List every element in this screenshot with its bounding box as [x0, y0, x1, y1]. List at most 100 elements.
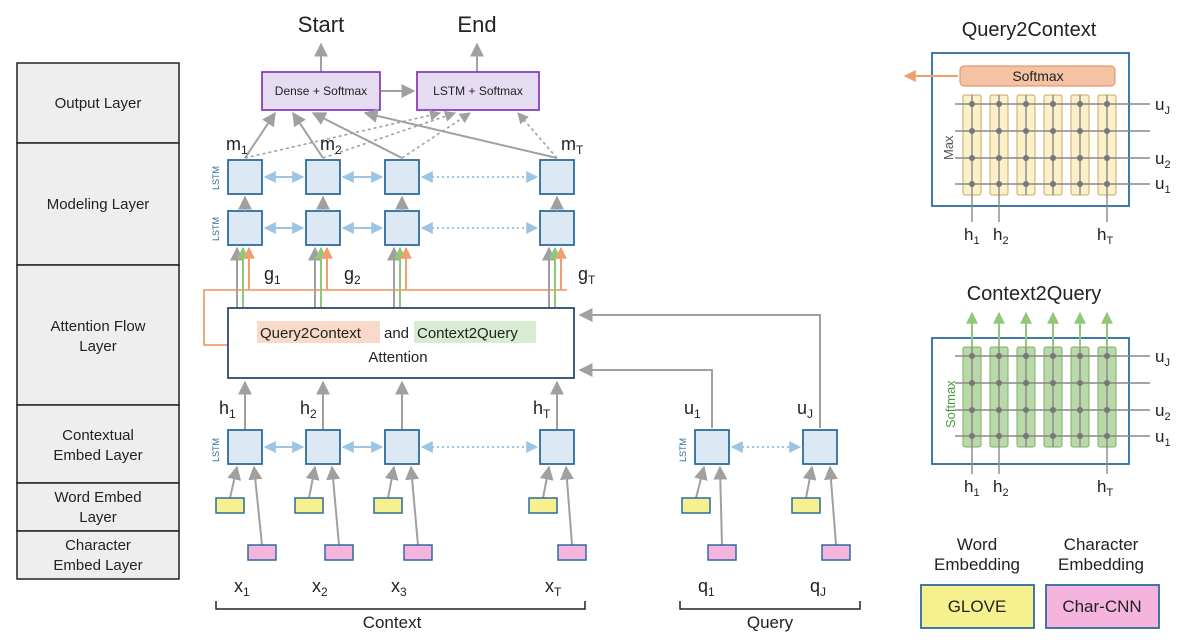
- context-label: Context: [363, 613, 422, 632]
- layer-column: Output Layer Modeling Layer Attention Fl…: [16, 62, 180, 580]
- char-embedding-cell: [821, 544, 851, 561]
- query-lstm-cell: [802, 429, 838, 465]
- legend-char-line2: Embedding: [1058, 555, 1144, 574]
- word-embedding-cell: [294, 497, 324, 514]
- qJ-label: qJ: [810, 576, 826, 599]
- embed-layers: x1 x2 x3 xT q1 qJ Context Query: [215, 465, 861, 632]
- legend-word-line1: Word: [957, 535, 997, 554]
- layer-attention-label-2: Layer: [79, 338, 117, 355]
- c2q-panel: Context2Query Softmax: [931, 283, 1171, 499]
- c2q-panel-title: Context2Query: [967, 283, 1102, 305]
- lstm-tag: LSTM: [211, 166, 221, 190]
- hT-label: hT: [533, 398, 551, 421]
- context-lstm-cell: [305, 429, 341, 465]
- layer-contextual-label-2: Embed Layer: [53, 447, 142, 464]
- q2c-hT-label: hT: [1097, 225, 1113, 247]
- word-embedding-cell: [791, 497, 821, 514]
- c2q-softmax-label: Softmax: [943, 380, 958, 428]
- output-layer: Start End Dense + Softmax LSTM + Softmax: [244, 12, 558, 159]
- g2-label: g2: [344, 264, 361, 287]
- query-label: Query: [747, 613, 794, 632]
- attention-c2q-text: Context2Query: [417, 325, 518, 342]
- word-embedding-cell: [373, 497, 403, 514]
- legend-glove-label: GLOVE: [948, 597, 1007, 616]
- attention-and-text: and: [384, 325, 409, 342]
- modeling-lstm-cell: [305, 210, 341, 246]
- legend-charcnn-label: Char-CNN: [1062, 597, 1141, 616]
- x2-label: x2: [312, 576, 328, 599]
- attention-q2c-text: Query2Context: [260, 325, 362, 342]
- modeling-lstm-cell: [227, 210, 263, 246]
- q2c-panel-title: Query2Context: [962, 19, 1097, 41]
- lstm-tag: LSTM: [211, 217, 221, 241]
- char-embedding-cell: [324, 544, 354, 561]
- modeling-lstm-cell: [539, 210, 575, 246]
- x3-label: x3: [391, 576, 407, 599]
- c2q-hT-label: hT: [1097, 477, 1113, 499]
- layer-word-label-1: Word Embed: [54, 489, 141, 506]
- mT-label: mT: [561, 134, 584, 157]
- layer-modeling-label: Modeling Layer: [47, 196, 150, 213]
- q2c-u1-label: u1: [1155, 174, 1171, 196]
- q2c-uJ-label: uJ: [1155, 95, 1170, 117]
- q2c-h1-label: h1: [964, 225, 980, 247]
- c2q-highlight: [414, 321, 536, 343]
- char-embedding-cell: [557, 544, 587, 561]
- modeling-lstm-cell: [384, 159, 420, 195]
- context-lstm-cell: [227, 429, 263, 465]
- h1-label: h1: [219, 398, 236, 421]
- word-embedding-cell: [681, 497, 711, 514]
- legend: Word Embedding Character Embedding GLOVE…: [920, 535, 1160, 629]
- lstm-softmax-box: [416, 71, 540, 111]
- c2q-h1-label: h1: [964, 477, 980, 499]
- modeling-lstm-cell: [305, 159, 341, 195]
- m1-label: m1: [226, 134, 248, 157]
- u1-label: u1: [684, 398, 701, 421]
- layer-contextual-label-1: Contextual: [62, 427, 134, 444]
- g1-label: g1: [264, 264, 281, 287]
- lstm-tag: LSTM: [678, 438, 688, 462]
- query-lstm-cell: [694, 429, 730, 465]
- q2c-max-label: Max: [941, 135, 956, 160]
- dense-softmax-label: Dense + Softmax: [275, 84, 367, 98]
- layer-word-label-2: Layer: [79, 509, 117, 526]
- xT-label: xT: [545, 576, 562, 599]
- context-lstm-cell: [539, 429, 575, 465]
- c2q-u2-label: u2: [1155, 401, 1171, 423]
- c2q-uJ-label: uJ: [1155, 347, 1170, 369]
- legend-char-line1: Character: [1064, 535, 1139, 554]
- layer-char-label-1: Character: [65, 537, 131, 554]
- modeling-lstm-cell: [227, 159, 263, 195]
- lstm-softmax-label: LSTM + Softmax: [433, 84, 523, 98]
- x1-label: x1: [234, 576, 250, 599]
- modeling-lstm-cell: [539, 159, 575, 195]
- start-label: Start: [298, 12, 344, 37]
- q2c-u2-label: u2: [1155, 149, 1171, 171]
- word-embedding-cell: [528, 497, 558, 514]
- attention-flow-layer: g1 g2 gT Query2Context and Context2Query…: [203, 246, 821, 428]
- contextual-embed-layer: h1 h2 hT u1 uJ LSTM LSTM: [211, 380, 838, 465]
- legend-charcnn-swatch: [1045, 584, 1160, 629]
- m2-label: m2: [320, 134, 342, 157]
- gT-label: gT: [578, 264, 596, 287]
- q2c-h2-label: h2: [993, 225, 1009, 247]
- q2c-panel: Query2Context Softmax Max: [903, 19, 1171, 247]
- char-embedding-cell: [403, 544, 433, 561]
- context-lstm-cell: [384, 429, 420, 465]
- modeling-lstm-cell: [384, 210, 420, 246]
- modeling-layer: m1 m2 mT LSTM LSTM: [211, 134, 584, 246]
- layer-attention-label-1: Attention Flow: [50, 318, 145, 335]
- q2c-highlight: [257, 321, 380, 343]
- legend-word-line2: Embedding: [934, 555, 1020, 574]
- lstm-tag: LSTM: [211, 438, 221, 462]
- char-embedding-cell: [247, 544, 277, 561]
- dense-softmax-box: [261, 71, 381, 111]
- q2c-softmax-label: Softmax: [1012, 68, 1063, 84]
- q1-label: q1: [698, 576, 715, 599]
- word-embedding-cell: [215, 497, 245, 514]
- c2q-h2-label: h2: [993, 477, 1009, 499]
- end-label: End: [457, 12, 496, 37]
- layer-output-label: Output Layer: [55, 95, 142, 112]
- attention-line2: Attention: [368, 349, 427, 366]
